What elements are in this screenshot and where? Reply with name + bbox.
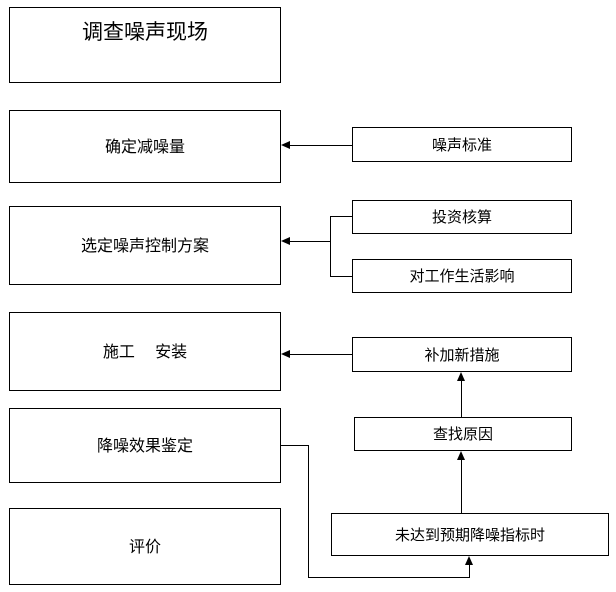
node-noise-standard[interactable]: 噪声标准 [352,127,572,162]
node-noise-reduction-effect-appraisal[interactable]: 降噪效果鉴定 [9,408,281,483]
arrowhead-bracket-to-scheme [281,236,290,245]
connector-bracket-to-scheme [290,241,331,242]
arrowhead-notreached-to-findcause [456,451,465,460]
node-label: 未达到预期降噪指标时 [394,525,545,544]
node-label: 投资核算 [431,208,492,226]
node-label: 选定噪声控制方案 [80,235,209,255]
arrowhead-loop-to-notreached [464,556,473,565]
node-label: 降噪效果鉴定 [96,435,193,455]
node-evaluation[interactable]: 评价 [9,508,281,585]
node-label: 评价 [128,536,161,556]
node-add-new-measures[interactable]: 补加新措施 [352,337,572,372]
arrowhead-measures-to-construct [281,349,290,358]
node-target-not-reached[interactable]: 未达到预期降噪指标时 [331,513,609,556]
arrowhead-findcause-to-measures [456,372,465,381]
connector-impact-stub [330,276,352,277]
connector-effect-loop-across [308,577,470,578]
node-investment-accounting[interactable]: 投资核算 [352,200,572,234]
arrowhead-standard-to-reduction [281,140,290,149]
node-determine-noise-reduction[interactable]: 确定减噪量 [9,110,281,183]
connector-findcause-to-measures [461,381,462,417]
node-find-cause[interactable]: 查找原因 [354,417,572,451]
connector-investment-stub [330,216,352,217]
node-label: 对工作生活影响 [409,267,515,285]
connector-notreached-to-findcause [461,460,462,513]
connector-standard-to-reduction [290,145,352,146]
connector-effect-loop-up [469,565,470,578]
connector-measures-to-construct [290,354,352,355]
node-survey-noise-site[interactable]: 调查噪声现场 [9,7,281,83]
node-construction-installation[interactable]: 施工 安装 [9,312,281,391]
node-label: 确定减噪量 [104,136,185,156]
node-label: 补加新措施 [424,345,500,364]
node-label: 查找原因 [432,425,493,443]
connector-effect-loop-down [308,445,309,578]
node-label: 噪声标准 [431,135,492,154]
node-label: 调查噪声现场 [82,20,208,44]
node-impact-on-work-and-life[interactable]: 对工作生活影响 [352,259,572,293]
connector-scheme-bracket-vertical [330,216,331,277]
node-select-noise-control-scheme[interactable]: 选定噪声控制方案 [9,206,281,285]
node-label: 施工 安装 [102,341,188,361]
connector-effect-exit [281,445,309,446]
